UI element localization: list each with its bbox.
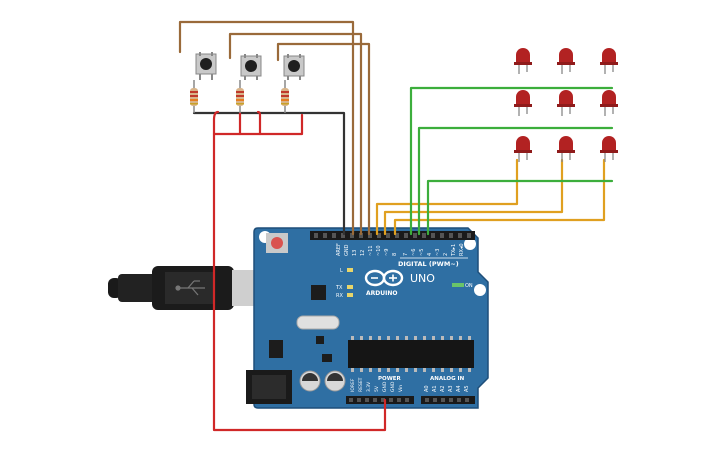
analog-header — [421, 396, 475, 404]
pin-label-0: RX◂0 — [459, 243, 465, 256]
wire-5v-button-3 — [258, 113, 304, 136]
rx-led — [347, 293, 353, 297]
led-r1-c1 — [514, 48, 532, 74]
led-r1-c2 — [557, 48, 575, 74]
pin-label-ioref: IOREF — [350, 378, 356, 392]
wire-5v-button-2 — [212, 110, 262, 136]
voltage-regulator — [269, 340, 283, 358]
mounting-hole — [474, 284, 486, 296]
pin-label-6: ~6 — [411, 249, 417, 256]
digital-pwm-label: DIGITAL (PWM~) — [398, 260, 459, 268]
pin-label-7: 7 — [403, 253, 409, 256]
wire-led-row-3 — [426, 179, 614, 236]
pin-label-3v3: 3.3V — [366, 381, 372, 392]
pin-label-10: ~10 — [376, 245, 382, 256]
arduino-logo-icon — [364, 269, 404, 287]
led-r2-c2 — [557, 90, 575, 116]
pin-label-a1: A1 — [432, 385, 438, 392]
push-button-3[interactable] — [283, 54, 305, 80]
power-jack — [246, 370, 292, 404]
led-r2-c1 — [514, 90, 532, 116]
led-r3-c3 — [600, 136, 618, 162]
push-button-2[interactable] — [240, 54, 262, 80]
resistor-3 — [281, 80, 289, 113]
tx-led — [347, 285, 353, 289]
l-led-label: L — [340, 268, 343, 274]
led-r1-c3 — [600, 48, 618, 74]
led-matrix — [514, 48, 618, 162]
pin-label-reset: RESET — [358, 377, 364, 392]
pin-label-3: ~3 — [435, 249, 441, 256]
resistor-2 — [236, 80, 244, 113]
capacitor — [324, 370, 346, 392]
pin-label-gnd-2: GND — [390, 381, 396, 392]
usb-icon — [175, 280, 205, 296]
digital-header — [310, 231, 475, 240]
usb-chip — [311, 285, 326, 300]
power-label: POWER — [378, 376, 402, 382]
small-chip — [316, 336, 324, 344]
pin-label-vin: Vin — [398, 385, 404, 392]
pin-label-gnd-1: GND — [382, 381, 388, 392]
pin-label-1: TX▸1 — [451, 244, 457, 257]
wire-led-col-2 — [383, 158, 564, 236]
push-button-1[interactable] — [195, 52, 217, 80]
capacitor — [299, 370, 321, 392]
analog-in-label: ANALOG IN — [430, 376, 465, 382]
led-r3-c1 — [514, 136, 532, 162]
led-r3-c2 — [557, 136, 575, 162]
pin-label-2: 2 — [443, 253, 449, 256]
small-chip — [322, 354, 332, 362]
wire-button-1-pin13 — [178, 20, 355, 236]
crystal — [296, 315, 340, 330]
power-header — [346, 396, 414, 404]
l-led — [347, 268, 353, 272]
pin-label-4: 4 — [427, 253, 433, 256]
wire-led-col-3 — [393, 158, 606, 236]
led-r2-c3 — [600, 90, 618, 116]
arduino-brand: ARDUINO — [366, 290, 397, 297]
resistor-1 — [190, 80, 198, 113]
pin-label-13: 13 — [352, 250, 358, 256]
reset-button[interactable] — [266, 233, 288, 253]
pin-label-5: ~5 — [419, 249, 425, 256]
pin-label-9: ~9 — [384, 249, 390, 256]
tx-label: TX — [335, 285, 343, 291]
atmega-microcontroller — [348, 336, 474, 372]
pin-label-a5: A5 — [464, 385, 470, 392]
on-label: ON — [465, 283, 473, 289]
power-on-led — [452, 283, 464, 287]
wire-button-2-pin12 — [228, 32, 363, 236]
pin-label-a4: A4 — [456, 385, 462, 392]
pin-label-gnd: GND — [344, 244, 350, 256]
pin-label-8: 8 — [392, 253, 398, 256]
pin-label-12: 12 — [360, 250, 366, 256]
pin-label-a0: A0 — [424, 385, 430, 392]
rx-label: RX — [336, 293, 343, 299]
wire-5v-bus — [212, 110, 387, 432]
arduino-uno-board: AREF GND 13 12 ~11 ~10 ~9 8 7 ~6 ~5 4 ~3… — [246, 227, 489, 409]
mounting-hole — [464, 238, 476, 250]
pin-label-a3: A3 — [448, 385, 454, 392]
pin-label-11: ~11 — [368, 245, 374, 256]
pin-label-a2: A2 — [440, 385, 446, 392]
pin-label-aref: AREF — [336, 243, 342, 256]
wire-led-col-1 — [375, 158, 519, 236]
wire-ground — [192, 111, 346, 236]
wire-led-row-2 — [417, 126, 614, 236]
pin-label-5v: 5V — [374, 385, 380, 392]
wire-button-3-pin11 — [276, 42, 371, 236]
wire-led-row-1 — [409, 86, 614, 236]
uno-brand: UNO — [410, 272, 435, 285]
